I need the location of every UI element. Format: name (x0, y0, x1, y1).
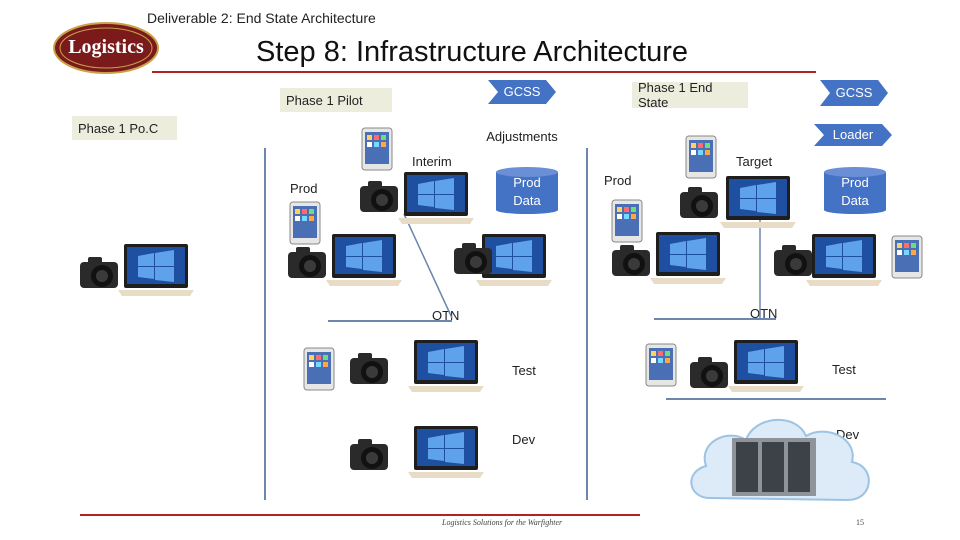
deliverable-label: Deliverable 2: End State Architecture (147, 10, 376, 26)
otn-pilot-label: OTN (432, 308, 460, 323)
phase1-end-state-label: Phase 1 End State (638, 80, 713, 110)
loader-cylinder: Loader (810, 120, 896, 150)
otn-end-label: OTN (750, 306, 778, 321)
phase1-poc-label: Phase 1 Po.C (78, 120, 159, 136)
target-label: Target (736, 154, 773, 169)
interim-label: Interim (412, 154, 452, 169)
end-otn-hline (654, 318, 776, 320)
logo-text: Logistics (68, 36, 144, 58)
title-rule (152, 71, 816, 73)
gcss-end-cylinder: GCSS (816, 76, 892, 110)
pilot-otn-hline (328, 320, 452, 322)
adjustments-cylinder: Adjustments (474, 124, 570, 150)
test-pilot-label: Test (512, 363, 536, 378)
end-test-hline (666, 398, 886, 400)
phase1-pilot-box: Phase 1 Pilot (280, 88, 392, 112)
prod-data-end-label: Prod Data (841, 175, 869, 208)
gcss-end-label: GCSS (835, 85, 873, 100)
prod-data-pilot-cylinder: Prod Data (494, 166, 560, 214)
loader-label: Loader (832, 127, 874, 142)
dev-pilot-label: Dev (512, 432, 536, 447)
footer-text: Logistics Solutions for the Warfighter (442, 518, 563, 527)
cloud-shape (680, 408, 880, 510)
gcss-pilot-label: GCSS (503, 84, 541, 99)
prod-data-pilot-label: Prod Data (513, 175, 541, 208)
prod-data-end-cylinder: Prod Data (822, 166, 888, 214)
page-number: 15 (856, 518, 864, 527)
phase1-end-state-box: Phase 1 End State (632, 80, 748, 110)
pilot-right-vline (586, 148, 588, 500)
prod-pilot-label: Prod (290, 181, 318, 196)
phase1-poc-box: Phase 1 Po.C (72, 116, 177, 140)
gcss-pilot-cylinder: GCSS (484, 76, 560, 108)
footer-rule (80, 514, 640, 516)
test-end-label: Test (832, 362, 856, 377)
adjustments-label: Adjustments (486, 129, 558, 144)
prod-end-label: Prod (604, 173, 632, 188)
phase1-pilot-label: Phase 1 Pilot (286, 92, 363, 108)
pilot-left-vline (264, 148, 266, 500)
page-title: Step 8: Infrastructure Architecture (256, 36, 688, 68)
logistics-logo: Logistics (52, 22, 160, 74)
